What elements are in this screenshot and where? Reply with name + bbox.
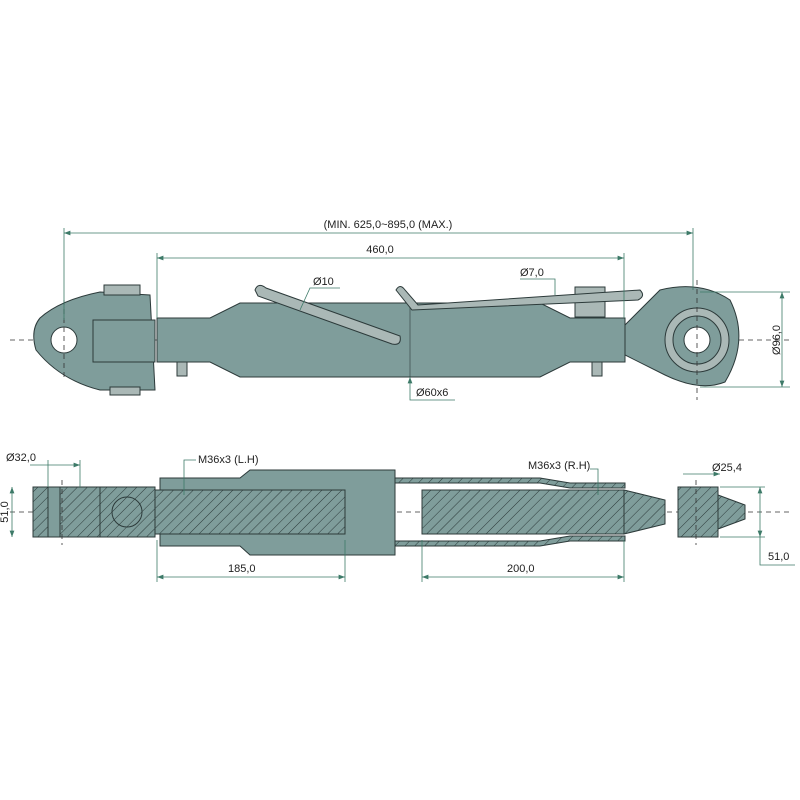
- left-thread-length-label: 185,0: [228, 563, 256, 575]
- left-thread-label: M36x3 (L.H): [198, 454, 259, 466]
- left-clevis-section: [32, 486, 101, 538]
- section-dimensions: Ø32,0 51,0 M36x3 (L.H) M36x3 (R.H) Ø25,4…: [0, 452, 795, 582]
- pin-diameter-label: Ø7,0: [520, 267, 544, 279]
- handle-rod: [254, 284, 401, 345]
- left-threaded-rod: [154, 489, 346, 535]
- right-ball-diameter-label: Ø25,4: [712, 462, 742, 474]
- top-view: [10, 280, 790, 400]
- lock-nut-left: [176, 361, 188, 377]
- eye-diameter-label: Ø96,0: [771, 325, 783, 355]
- overall-length-label: (MIN. 625,0~895,0 (MAX.): [324, 219, 453, 231]
- right-ball-section: [677, 486, 719, 538]
- left-pin-diameter-label: Ø32,0: [6, 452, 36, 464]
- tube-size-label: Ø60x6: [416, 387, 448, 399]
- handle-diameter-label: Ø10: [313, 276, 334, 288]
- right-width-label: 51,0: [768, 551, 789, 563]
- tube-length-label: 460,0: [366, 244, 394, 256]
- lock-nut-right: [591, 361, 603, 377]
- clevis-top-pin: [103, 284, 141, 296]
- clevis-block: [92, 319, 156, 363]
- right-thread-length-label: 200,0: [507, 563, 535, 575]
- clevis-bottom-pin: [109, 386, 141, 396]
- right-thread-label: M36x3 (R.H): [528, 460, 590, 472]
- right-neck-section: [623, 489, 666, 535]
- locking-pin: [395, 286, 644, 311]
- left-width-label: 51,0: [0, 501, 11, 522]
- right-eye-hole: [683, 326, 711, 354]
- section-view: [10, 469, 790, 556]
- right-threaded-rod: [421, 489, 625, 535]
- top-dimensions: (MIN. 625,0~895,0 (MAX.) 460,0 Ø10 Ø7,0 …: [63, 219, 790, 401]
